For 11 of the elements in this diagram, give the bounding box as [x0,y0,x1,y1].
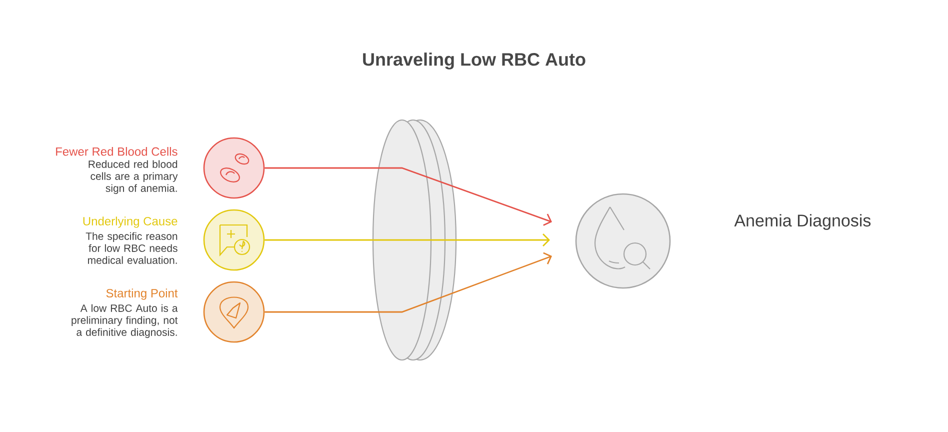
arrow [264,167,552,226]
description: Reduced red blood cells are a primary sign of anemia. [88,160,178,194]
arrow [264,252,552,313]
result-label: Anemia Diagnosis [734,214,871,230]
heading: Fewer Red Blood Cells [56,147,178,156]
description: A low RBC Auto is a preliminary finding, not a definitive diagnosis. [72,304,178,338]
title: Unraveling Low RBC Auto [363,52,586,70]
heading: Underlying Cause [83,216,178,228]
heading: Starting Point [106,288,178,300]
description: The specific reason for low RBC needs medical evaluation. [86,232,178,264]
arrow [264,234,550,246]
